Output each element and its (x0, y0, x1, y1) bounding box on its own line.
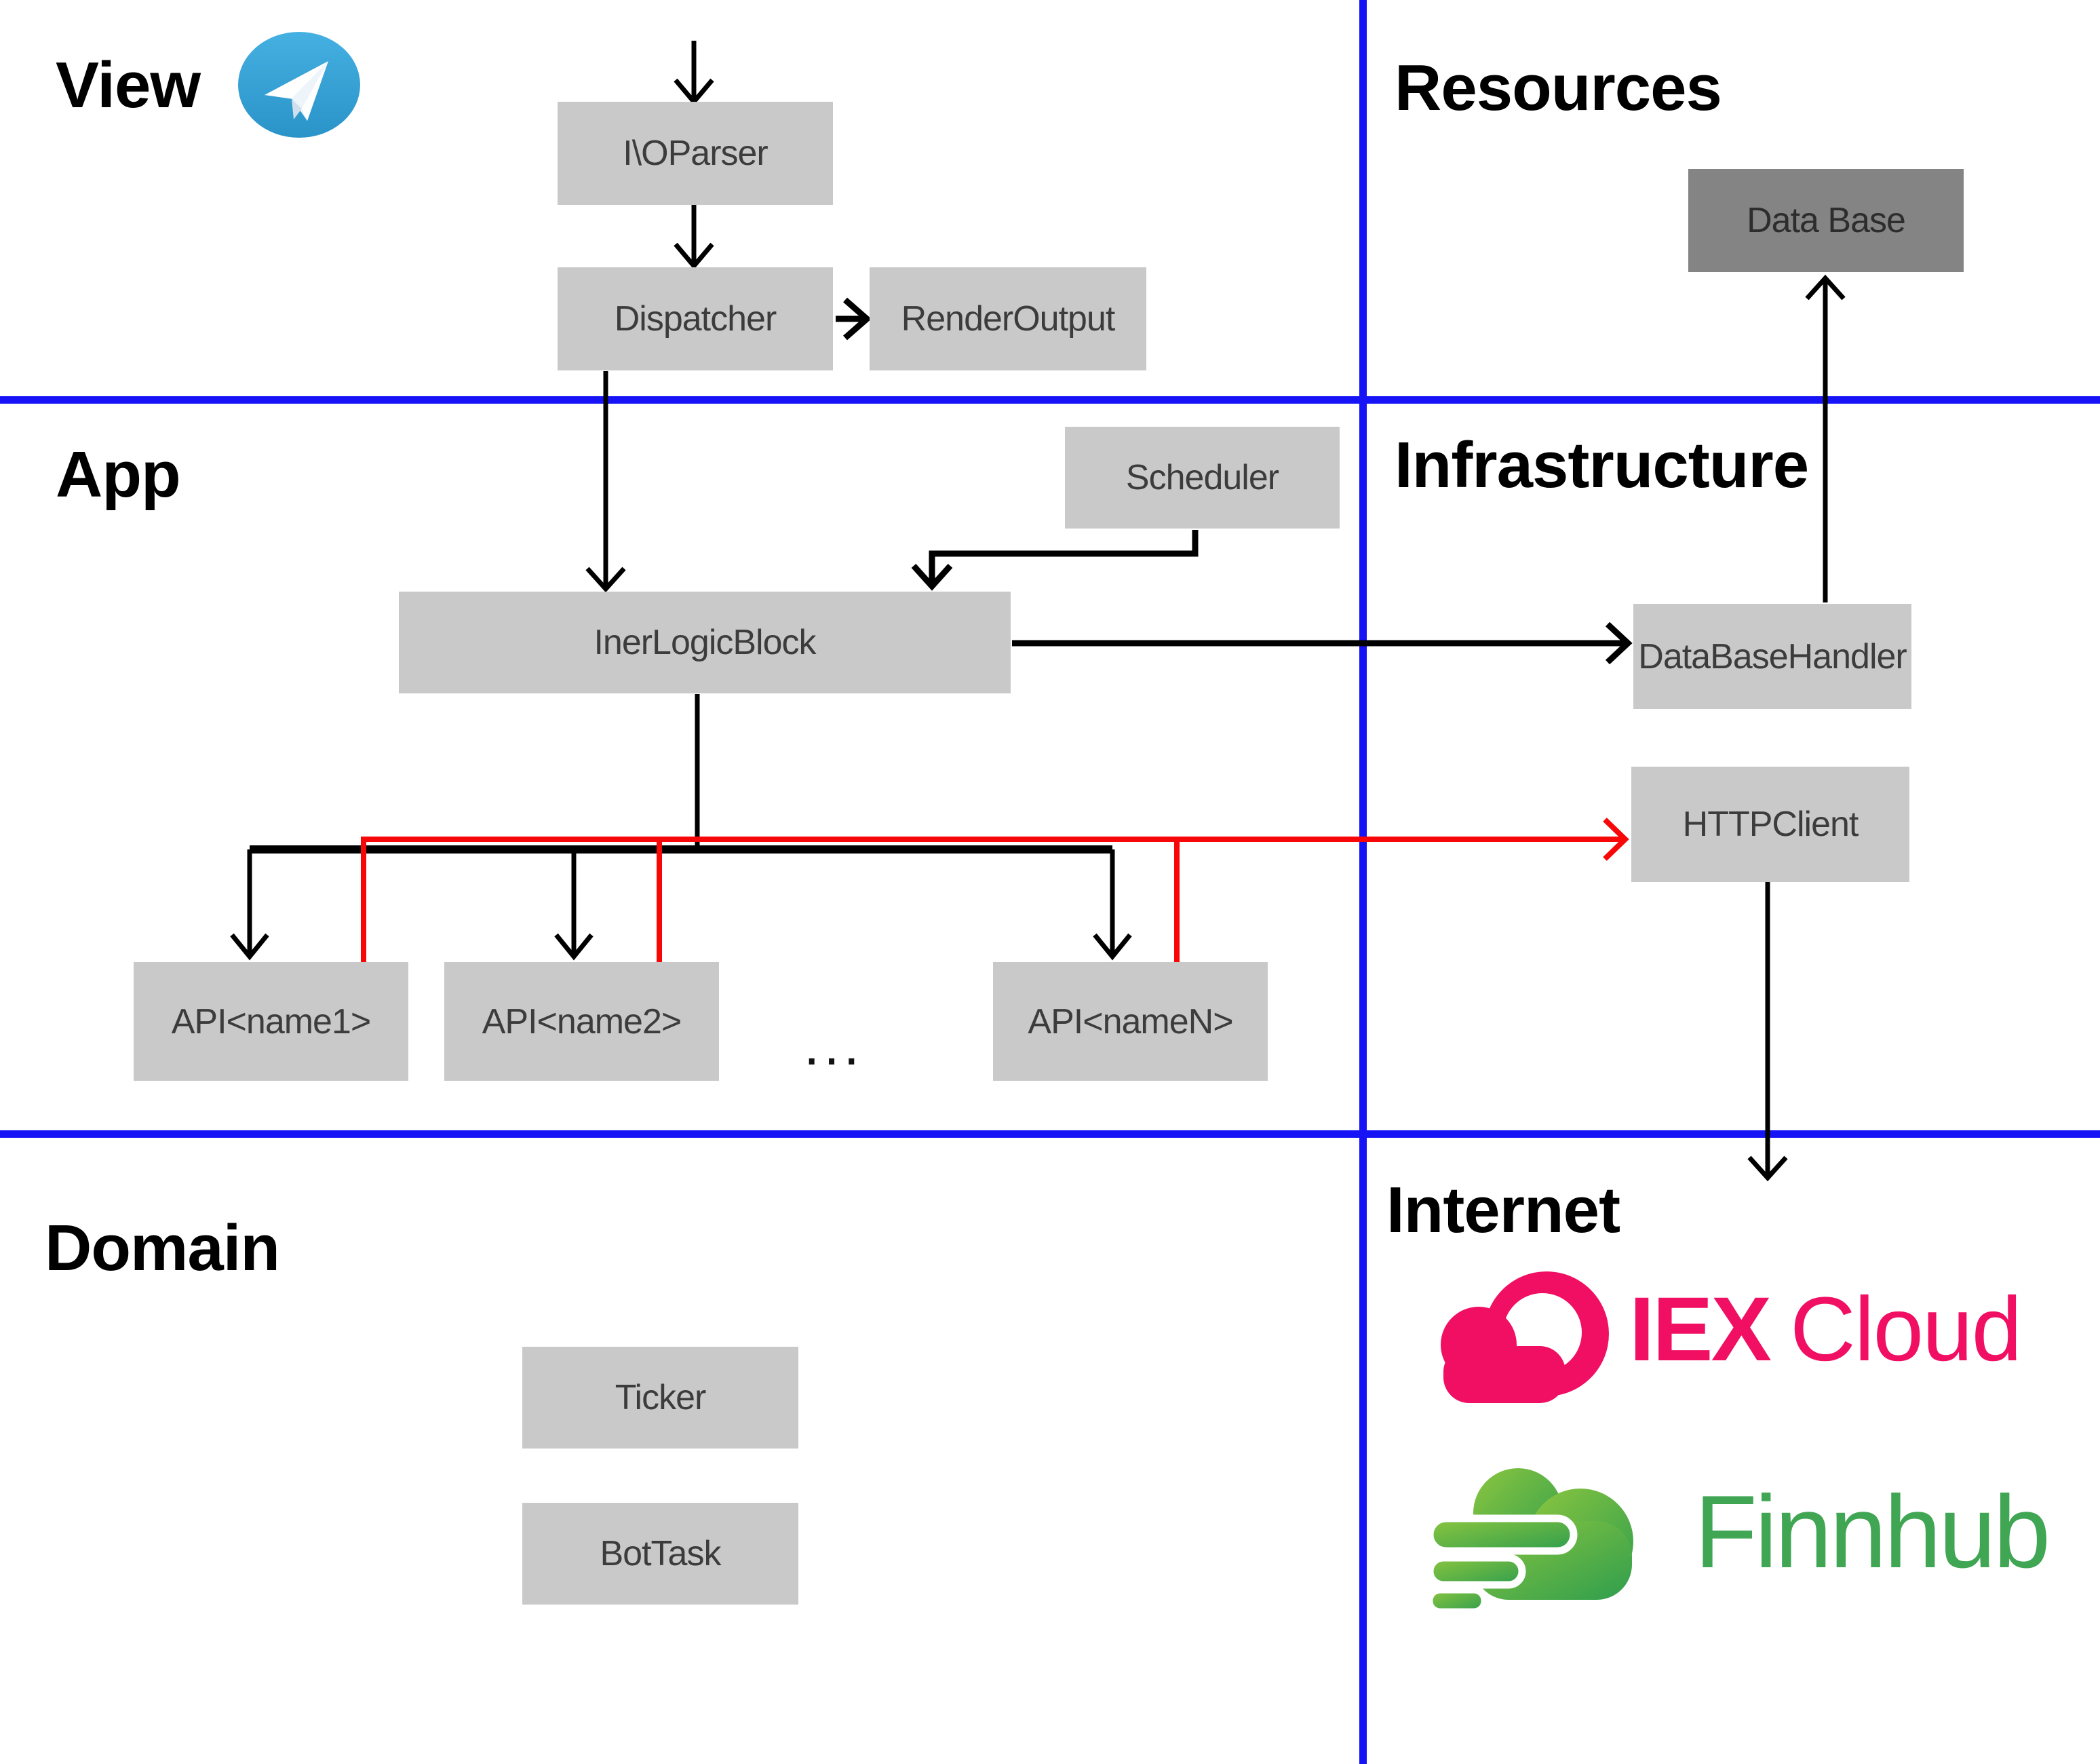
node-api2: API<name2> (444, 962, 719, 1081)
node-database: Data Base (1688, 169, 1964, 272)
node-scheduler: Scheduler (1065, 427, 1340, 529)
node-inerlogicblock: InerLogicBlock (399, 592, 1011, 693)
arrowhead-renderoutput (843, 297, 872, 341)
node-dispatcher: Dispatcher (558, 267, 833, 370)
arrowhead-httpclient (1603, 818, 1629, 861)
telegram-icon (238, 32, 360, 138)
arrowhead-database (1805, 274, 1846, 301)
iex-cloud-icon (1441, 1271, 1609, 1403)
arrowhead-inerlogicblock-left (585, 567, 626, 593)
divider-vertical (1359, 0, 1367, 1764)
bus-red-api-to-httpclient (361, 837, 1624, 963)
node-httpclient: HTTPClient (1631, 767, 1909, 882)
arrowhead-ioparser (674, 78, 714, 106)
iex-wordmark-light: Cloud (1789, 1279, 2022, 1380)
finnhub-icon (1428, 1468, 1633, 1611)
quadrant-label-app: App (56, 438, 181, 511)
api-ellipsis: ... (804, 1013, 864, 1077)
connector-scheduler-to-inerlogicblock (929, 530, 1199, 583)
iex-wordmark-bold: IEX (1629, 1279, 1772, 1380)
arrowhead-api1 (230, 933, 269, 961)
divider-horizontal-bottom (0, 1130, 2100, 1138)
node-ticker: Ticker (522, 1347, 798, 1449)
divider-horizontal-top (0, 396, 2100, 404)
arrowhead-internet (1747, 1155, 1788, 1182)
node-api1: API<name1> (134, 962, 408, 1081)
arrowhead-databasehandler (1605, 621, 1633, 665)
quadrant-label-view: View (56, 49, 201, 121)
quadrant-label-internet: Internet (1386, 1174, 1620, 1246)
quadrant-label-domain: Domain (45, 1212, 280, 1284)
node-bottask: BotTask (522, 1503, 798, 1605)
arrowhead-dispatcher (674, 242, 714, 270)
node-ioparser: I\OParser (558, 102, 833, 205)
node-databasehandler: DataBaseHandler (1633, 604, 1911, 709)
finnhub-wordmark: Finnhub (1694, 1474, 2050, 1590)
arrowhead-api2 (554, 933, 594, 961)
iex-cloud-wordmark: IEX Cloud (1629, 1279, 2022, 1380)
node-apin: API<nameN> (993, 962, 1268, 1081)
arrowhead-inerlogicblock-top (911, 563, 953, 591)
quadrant-label-resources: Resources (1395, 52, 1722, 124)
node-renderoutput: RenderOutput (870, 267, 1146, 370)
quadrant-label-infrastructure: Infrastructure (1395, 429, 1809, 501)
arrowhead-apin (1093, 933, 1132, 961)
